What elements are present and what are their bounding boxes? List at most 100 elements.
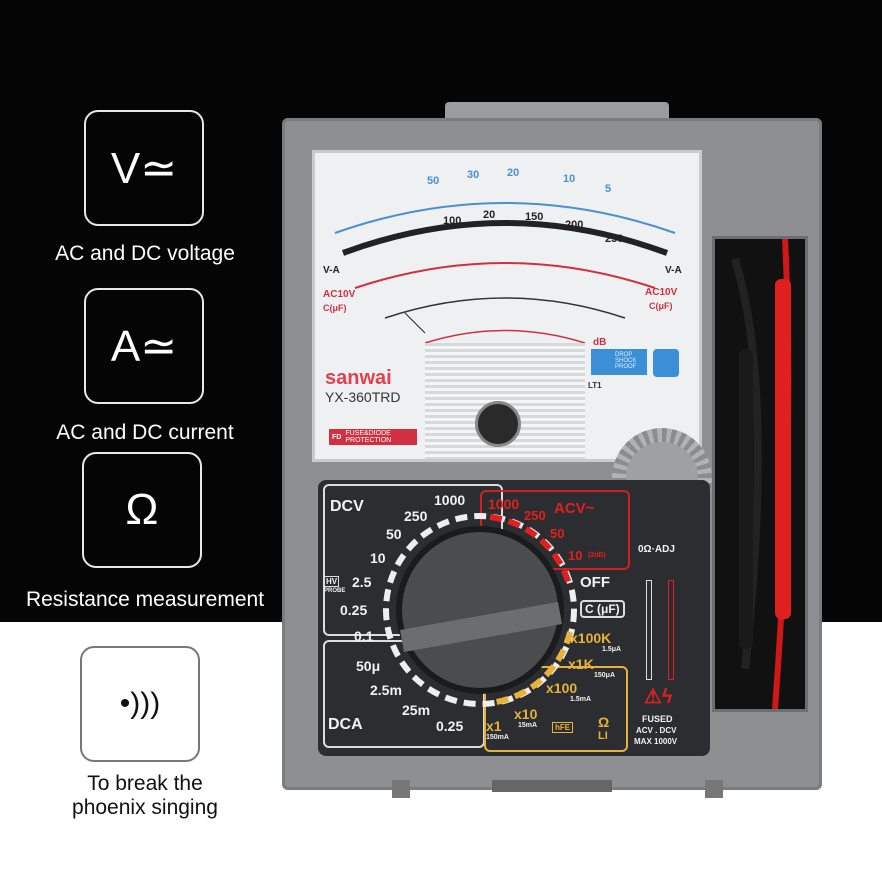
current-icon-glyph: A≃: [110, 321, 178, 371]
meter-scales: [334, 202, 676, 344]
model-number: YX-360TRD: [325, 389, 401, 405]
ohm-current: 150mA: [486, 734, 509, 741]
lt-label: LT1: [588, 381, 602, 390]
feature-caption: AC and DC current: [56, 421, 234, 444]
c-scale-arc: [384, 297, 626, 319]
scale-label: 30: [467, 169, 480, 181]
drop-shock-badge: DROP SHOCK PROOF: [591, 349, 647, 375]
selector-knob: [402, 532, 558, 688]
badge-text: DROP SHOCK PROOF: [615, 352, 637, 370]
va-label: V-A: [323, 265, 340, 276]
range-selector-panel: DCV 1000 250 50 10 HV PROBE 2.5 0.25 0.1…: [318, 480, 710, 756]
feature-caption: Resistance measurement: [25, 588, 265, 611]
scale-label: 200: [565, 219, 584, 231]
ohm-current: 1.5mA: [570, 696, 592, 703]
dcv-range[interactable]: 250: [404, 508, 428, 524]
foot: [392, 780, 410, 798]
feature-caption: AC and DC voltage: [55, 242, 235, 265]
voltage-icon: V≃: [84, 110, 204, 226]
ohm-range[interactable]: x10: [514, 706, 538, 722]
dca-range[interactable]: 50μ: [356, 658, 381, 674]
dial-ring: [383, 513, 577, 707]
acv-range[interactable]: 10: [568, 548, 583, 563]
selector-knob-handle[interactable]: [400, 522, 560, 702]
ohm-current: 15mA: [518, 722, 538, 729]
dcv-range[interactable]: 0.1: [354, 628, 374, 644]
acv-range[interactable]: 250: [524, 508, 546, 523]
ac10v-label: AC10V: [645, 287, 678, 298]
scale-label: 50: [427, 175, 440, 187]
capacitance-position[interactable]: C (μF): [580, 600, 625, 618]
ohm-range[interactable]: x1K: [568, 656, 594, 672]
dcv-range[interactable]: 1000: [434, 492, 466, 508]
ohm-icon-glyph: Ω: [125, 485, 159, 534]
zero-adjust-screw[interactable]: [475, 401, 521, 447]
dcv-label: DCV: [330, 498, 364, 515]
db-label: dB: [593, 337, 607, 348]
c-label: C(μF): [323, 303, 347, 313]
caption-line: phoenix singing: [72, 796, 218, 819]
dcv-range[interactable]: 10: [370, 550, 386, 566]
range-dashes: [383, 513, 577, 707]
dca-range[interactable]: 2.5m: [370, 682, 402, 698]
dca-range[interactable]: 0.25: [436, 718, 464, 734]
fused-label: MAX 1000V: [634, 737, 678, 746]
acv-label: ACV~: [554, 500, 595, 517]
ohm-scale-arc: [334, 202, 676, 234]
scale-label: 150: [525, 211, 544, 223]
db-note: (2dB): [588, 552, 606, 559]
acv-dashes: [489, 514, 573, 589]
acv-range[interactable]: 1000: [488, 496, 520, 512]
ohm-range[interactable]: x1: [486, 718, 502, 734]
scale-label: 20: [483, 209, 496, 221]
acv-range[interactable]: 50: [550, 526, 565, 541]
ohm-range[interactable]: x100K: [570, 630, 612, 646]
ac10v-label: AC10V: [323, 289, 356, 300]
off-position[interactable]: OFF: [580, 574, 610, 591]
dcv-range[interactable]: 2.5: [352, 574, 372, 590]
ohm-range[interactable]: x100: [546, 680, 578, 696]
probe-label: PROBE: [324, 588, 346, 594]
c-label: C(μF): [649, 301, 673, 311]
scale-label: 20: [507, 167, 520, 179]
hfe-label: hFE: [552, 722, 574, 733]
ohm-icon: Ω: [82, 452, 202, 568]
buzzer-icon-glyph: •))): [119, 687, 161, 720]
meter-face: 50 30 20 10 5 100 20 150 200 250 V-A V-A…: [312, 150, 702, 462]
ohm-dashes: [489, 631, 573, 706]
test-leads: [731, 238, 792, 710]
scale-label: 10: [563, 173, 576, 185]
red-probe-jack-icon: [668, 580, 674, 680]
certification-badge: [653, 349, 679, 377]
fused-label: FUSED: [642, 714, 673, 724]
dca-range[interactable]: 25m: [402, 702, 431, 718]
dca-label: DCA: [328, 716, 363, 733]
current-icon: A≃: [84, 288, 204, 404]
fused-label: ACV . DCV: [636, 726, 677, 735]
db-scale-arc: [424, 329, 586, 344]
black-probe: [739, 349, 753, 649]
knob-pointer: [400, 602, 562, 652]
caption-line: To break the: [87, 772, 203, 795]
ohm-current: 150μA: [594, 672, 616, 679]
black-probe-jack-icon: [646, 580, 652, 680]
ohm-symbol: Ω: [598, 714, 610, 730]
needle: [404, 312, 426, 334]
voltage-scale-arc: [341, 220, 669, 256]
scale-label: 250: [605, 233, 624, 245]
badge-text: FUSE&DIODE PROTECTION: [345, 430, 392, 444]
scale-label: 5: [605, 183, 612, 195]
dcv-range[interactable]: 0.25: [340, 602, 368, 618]
warning-icon: ⚠ϟ: [644, 686, 673, 708]
buzzer-icon: •))): [80, 646, 200, 762]
ac-scale-arc: [354, 262, 656, 289]
va-label: V-A: [665, 265, 682, 276]
red-probe: [775, 279, 791, 619]
foot: [705, 780, 723, 798]
dcv-range[interactable]: 50: [386, 526, 402, 542]
hv-label: HV: [324, 576, 340, 587]
scale-label: 100: [443, 215, 462, 227]
foot: [492, 780, 612, 792]
